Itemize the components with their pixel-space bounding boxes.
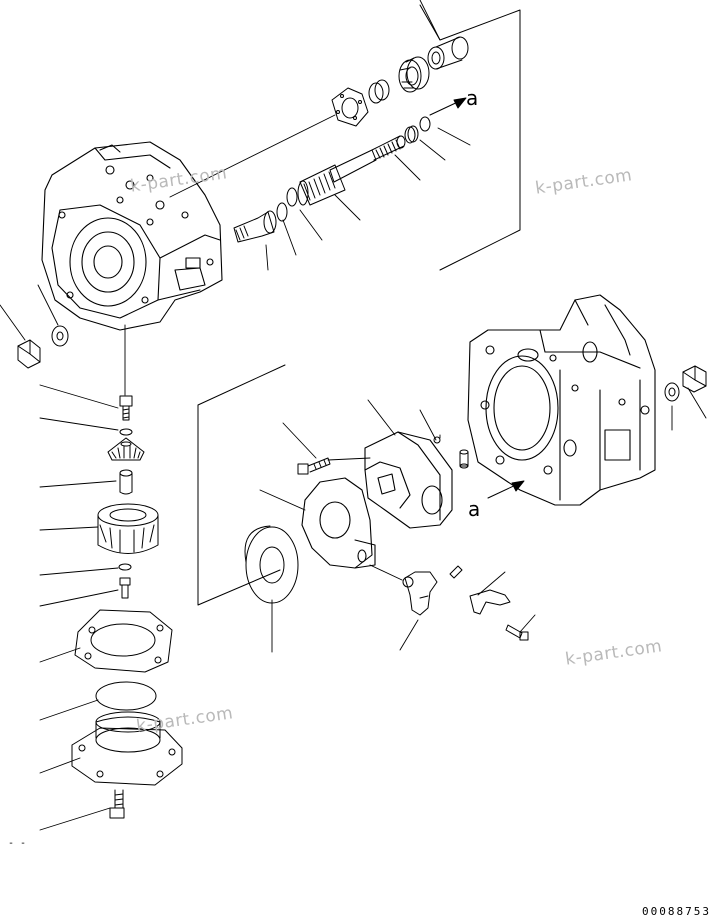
bushing-icon: [427, 36, 469, 70]
pin-icon: [459, 449, 469, 469]
swash-plate-icon: [301, 477, 376, 569]
leader-lines: [0, 0, 707, 831]
gear-housing-icon: [97, 503, 159, 554]
shoe-plate-icon: [244, 525, 299, 604]
bolt-icon: [119, 577, 131, 599]
cover-plate-icon: [71, 711, 183, 786]
rear-housing-icon: [467, 294, 656, 506]
spool-icon: [297, 149, 377, 206]
o-ring-icon: [276, 202, 288, 222]
bearing-icon: [398, 56, 430, 93]
callout-arrow-lower: [487, 480, 525, 499]
collar-icon: [119, 469, 133, 495]
edge-mark: - -: [8, 838, 27, 849]
nut-icon: [17, 339, 41, 369]
upper-frame-line: [419, 4, 521, 271]
nut-icon: [682, 365, 707, 393]
washer-icon: [119, 428, 133, 436]
document-number: 00088753: [642, 905, 711, 918]
bolt-icon: [119, 395, 133, 421]
callout-label-lower: a: [468, 497, 481, 521]
seal-icon: [404, 125, 419, 144]
ball-icon: [433, 436, 441, 444]
rocker-cam-icon: [364, 431, 453, 529]
bolt-icon: [109, 789, 125, 819]
lever-icon: [402, 571, 438, 616]
washer-icon: [51, 325, 69, 347]
callout-arrow-upper: [429, 97, 467, 116]
lower-frame-line: [197, 364, 286, 606]
o-ring-icon: [419, 116, 431, 132]
pump-housing-icon: [41, 141, 223, 331]
o-ring-icon: [286, 187, 298, 207]
washer-icon: [118, 563, 132, 571]
o-ring-icon: [95, 681, 157, 711]
race-ring-icon: [368, 79, 390, 104]
bolt-icon: [297, 457, 331, 475]
plug-icon: [233, 210, 277, 243]
bevel-gear-icon: [107, 437, 145, 461]
spring-icon: [371, 135, 406, 161]
washer-icon: [664, 382, 680, 402]
thrust-plate-icon: [331, 87, 369, 127]
gasket-icon: [74, 609, 173, 673]
pin-icon: [449, 565, 463, 579]
bolt-icon: [505, 624, 529, 641]
lever-icon: [469, 589, 511, 615]
callout-label-upper: a: [466, 86, 479, 110]
upper-shaft-parts: [233, 36, 469, 243]
